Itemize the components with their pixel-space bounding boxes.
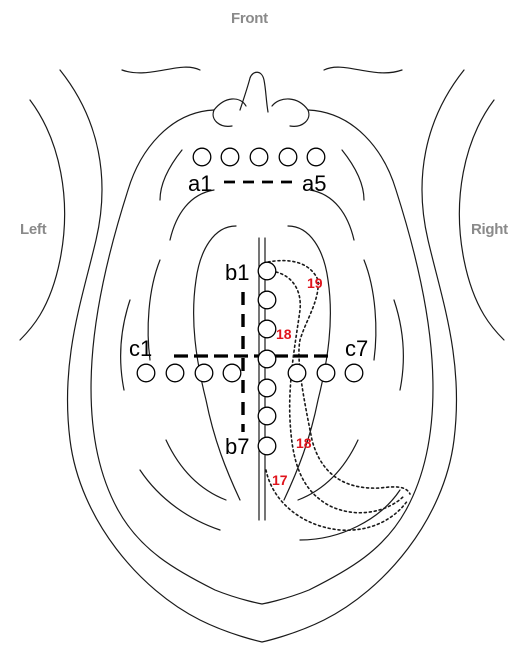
label-a5: a5 xyxy=(302,171,326,196)
electrode-c7 xyxy=(345,364,363,382)
electrode-c3 xyxy=(195,364,213,382)
label-b7: b7 xyxy=(225,434,249,459)
electrode-c5 xyxy=(288,364,306,382)
electrode-a1 xyxy=(193,148,211,166)
label-c7: c7 xyxy=(345,336,368,361)
electrode-c6 xyxy=(317,364,335,382)
electrode-a5 xyxy=(307,148,325,166)
row-a-electrodes xyxy=(193,148,325,166)
electrode-b1 xyxy=(258,262,276,280)
area-label-17: 17 xyxy=(272,472,288,488)
row-c-electrodes xyxy=(137,364,363,382)
electrode-b5 xyxy=(258,379,276,397)
electrode-c2 xyxy=(166,364,184,382)
electrode-a4 xyxy=(279,148,297,166)
row-b-electrodes xyxy=(258,262,276,455)
electrode-a3 xyxy=(250,148,268,166)
electrode-a2 xyxy=(221,148,239,166)
label-a1: a1 xyxy=(188,171,212,196)
label-c1: c1 xyxy=(129,336,152,361)
area-label-18-lower: 18 xyxy=(296,435,312,451)
electrode-c4 xyxy=(223,364,241,382)
electrode-b2 xyxy=(258,291,276,309)
label-b1: b1 xyxy=(225,260,249,285)
electrode-b4 xyxy=(258,350,276,368)
area-label-18-upper: 18 xyxy=(276,326,292,342)
electrode-b6 xyxy=(258,407,276,425)
electrode-b7 xyxy=(258,437,276,455)
axis-lines xyxy=(174,182,330,432)
electrode-c1 xyxy=(137,364,155,382)
area-label-19: 19 xyxy=(307,275,323,291)
electrode-b3 xyxy=(258,320,276,338)
